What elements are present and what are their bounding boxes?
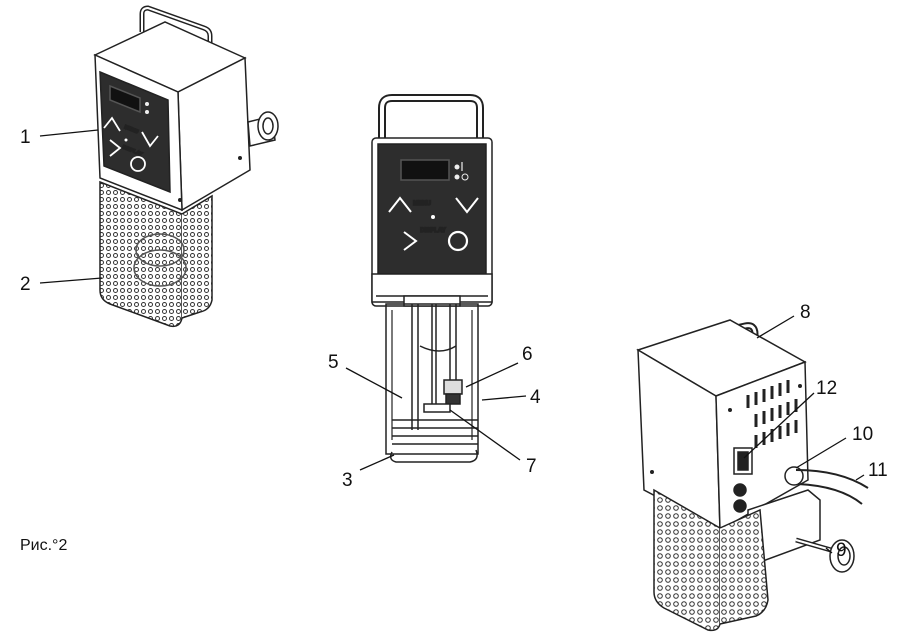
menu-label-b: MENU: [413, 201, 431, 207]
callout-1: 1: [20, 127, 31, 148]
callout-8: 8: [800, 302, 811, 323]
callout-9: 9: [836, 540, 847, 561]
callout-7: 7: [526, 456, 537, 477]
device-front-angled: MENU DISPLAY: [93, 5, 279, 328]
device-rear-angled: [636, 319, 869, 632]
callout-6: 6: [522, 344, 533, 365]
callout-11: 11: [868, 460, 888, 481]
figure-caption: Рис.°2: [20, 537, 67, 554]
display-label-b: DISPLAY: [420, 228, 445, 234]
callout-10: 10: [852, 424, 873, 445]
callout-12: 12: [816, 378, 837, 399]
device-front-view: MENU DISPLAY: [371, 94, 493, 463]
callout-4: 4: [530, 387, 541, 408]
callout-labels: 1 2 3 4 5 6 7 8 9 10 11 12: [20, 127, 888, 561]
callout-2: 2: [20, 274, 31, 295]
callout-3: 3: [342, 470, 353, 491]
callout-5: 5: [328, 352, 339, 373]
leader-lines: [39, 129, 865, 554]
